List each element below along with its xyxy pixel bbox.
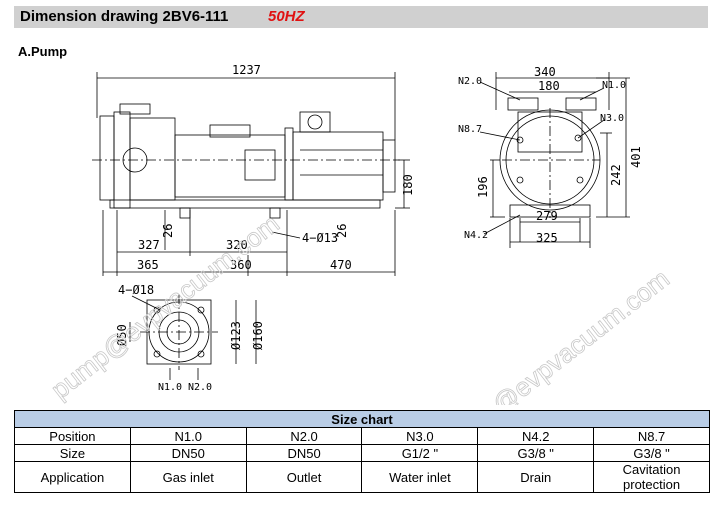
table-cell: N1.0: [129, 427, 247, 445]
table-cell: Size: [14, 444, 131, 462]
table-cell: Water inlet: [361, 461, 479, 493]
table-cell: N8.7: [593, 427, 710, 445]
table-cell: Drain: [477, 461, 595, 493]
dim-340: 340: [534, 65, 556, 79]
dim-1237: 1237: [232, 63, 261, 77]
dim-327: 327: [138, 238, 160, 252]
title-bar: [14, 6, 708, 28]
table-cell: Outlet: [245, 461, 363, 493]
dim-470: 470: [330, 258, 352, 272]
dim-d50: Ø50: [115, 324, 129, 346]
watermark-right: pump@evpvacuum.com: [435, 263, 675, 405]
table-cell: G3/8 ": [593, 444, 710, 462]
dim-242: 242: [609, 164, 623, 186]
table-cell: Application: [14, 461, 131, 493]
table-row: Position N1.0 N2.0 N3.0 N4.2 N8.7: [14, 427, 710, 445]
dim-360: 360: [230, 258, 252, 272]
dim-279: 279: [536, 209, 558, 223]
dim-196: 196: [476, 176, 490, 198]
section-label: A.Pump: [18, 44, 68, 59]
label-n20-end: N2.0: [458, 76, 482, 87]
label-n30: N3.0: [600, 113, 624, 124]
size-chart-table: Size chart Position N1.0 N2.0 N3.0 N4.2 …: [14, 410, 710, 493]
table-cell: N3.0: [361, 427, 479, 445]
table-row: Application Gas inlet Outlet Water inlet…: [14, 461, 710, 493]
size-chart-title: Size chart: [14, 410, 710, 428]
table-cell: DN50: [245, 444, 363, 462]
table-cell: Gas inlet: [129, 461, 247, 493]
dim-holes-side: 4−Ø13: [302, 231, 338, 245]
dim-365: 365: [137, 258, 159, 272]
page-title: Dimension drawing 2BV6-111: [20, 8, 229, 25]
dim-320: 320: [226, 238, 248, 252]
table-cell: DN50: [129, 444, 247, 462]
dim-26-left: 26: [161, 224, 175, 238]
dim-401: 401: [629, 146, 643, 168]
table-cell: Cavitation protection: [593, 461, 710, 493]
dim-325: 325: [536, 231, 558, 245]
label-n87: N8.7: [458, 124, 482, 135]
dim-180-end: 180: [538, 79, 560, 93]
frequency-label: 50HZ: [268, 8, 305, 25]
table-row: Size DN50 DN50 G1/2 " G3/8 " G3/8 ": [14, 444, 710, 462]
table-cell: N4.2: [477, 427, 595, 445]
table-cell: Position: [14, 427, 131, 445]
dimension-drawing: 1237 327 320 365 360 470 180 26 26 4−Ø13…: [45, 63, 675, 405]
dim-26-right: 26: [335, 224, 349, 238]
dim-d160: Ø160: [251, 321, 265, 350]
table-cell: N2.0: [245, 427, 363, 445]
table-cell: G1/2 ": [361, 444, 479, 462]
label-n10-flange: N1.0: [158, 382, 182, 393]
label-n42: N4.2: [464, 230, 488, 241]
label-n20-flange: N2.0: [188, 382, 212, 393]
dim-d123: Ø123: [229, 321, 243, 350]
dim-180-side: 180: [401, 174, 415, 196]
label-n10-end: N1.0: [602, 80, 626, 91]
table-cell: G3/8 ": [477, 444, 595, 462]
dim-holes-flange: 4−Ø18: [118, 283, 154, 297]
